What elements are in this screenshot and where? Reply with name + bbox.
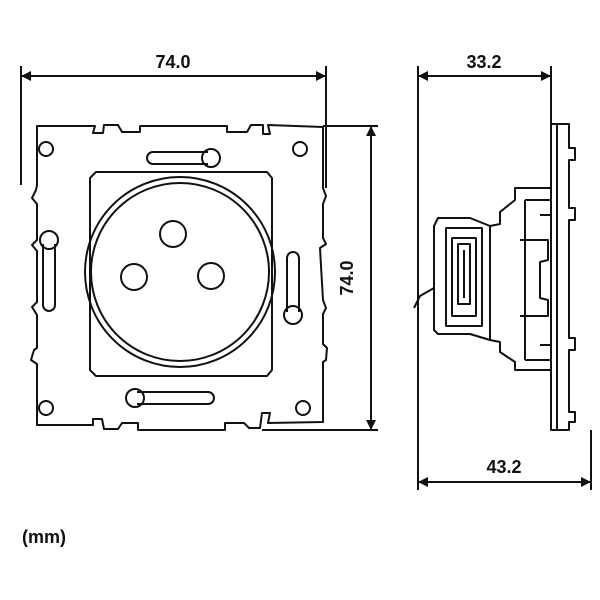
pin-hole-left — [120, 263, 148, 291]
front-height-dimension — [262, 125, 378, 431]
corner-hole-br — [295, 400, 311, 416]
side-wire — [413, 287, 435, 309]
side-body — [489, 187, 551, 371]
corner-hole-tr — [292, 141, 308, 157]
earth-pin — [159, 220, 187, 248]
front-height-label: 74.0 — [337, 260, 357, 295]
side-terminal-screw — [457, 243, 471, 305]
side-top-label: 33.2 — [466, 52, 501, 72]
bottom-slot — [137, 391, 215, 405]
mounting-plate-outline — [30, 124, 328, 431]
unit-label: (mm) — [22, 527, 66, 547]
right-slot — [286, 251, 300, 312]
right-slot-end — [283, 305, 303, 325]
side-body-inner — [524, 199, 551, 361]
socket-inner-face — [90, 182, 270, 362]
side-front-plate — [550, 123, 576, 431]
side-terminal-block — [433, 217, 491, 341]
pin-hole-right — [197, 262, 225, 290]
side-bottom-dimension — [417, 310, 592, 490]
top-slot-end — [201, 148, 221, 168]
side-top-dimension — [417, 66, 552, 310]
socket-outer-ring — [84, 176, 276, 368]
front-width-label: 74.0 — [155, 52, 190, 72]
corner-hole-tl — [38, 141, 54, 157]
top-slot — [146, 151, 208, 165]
side-terminal-inner — [445, 227, 483, 327]
bottom-slot-end — [125, 388, 145, 408]
side-clip — [520, 239, 549, 317]
left-slot — [42, 244, 56, 312]
corner-hole-bl — [38, 400, 54, 416]
side-view — [413, 123, 576, 431]
left-slot-end — [39, 230, 59, 250]
side-bottom-label: 43.2 — [486, 457, 521, 477]
front-view — [30, 124, 328, 431]
